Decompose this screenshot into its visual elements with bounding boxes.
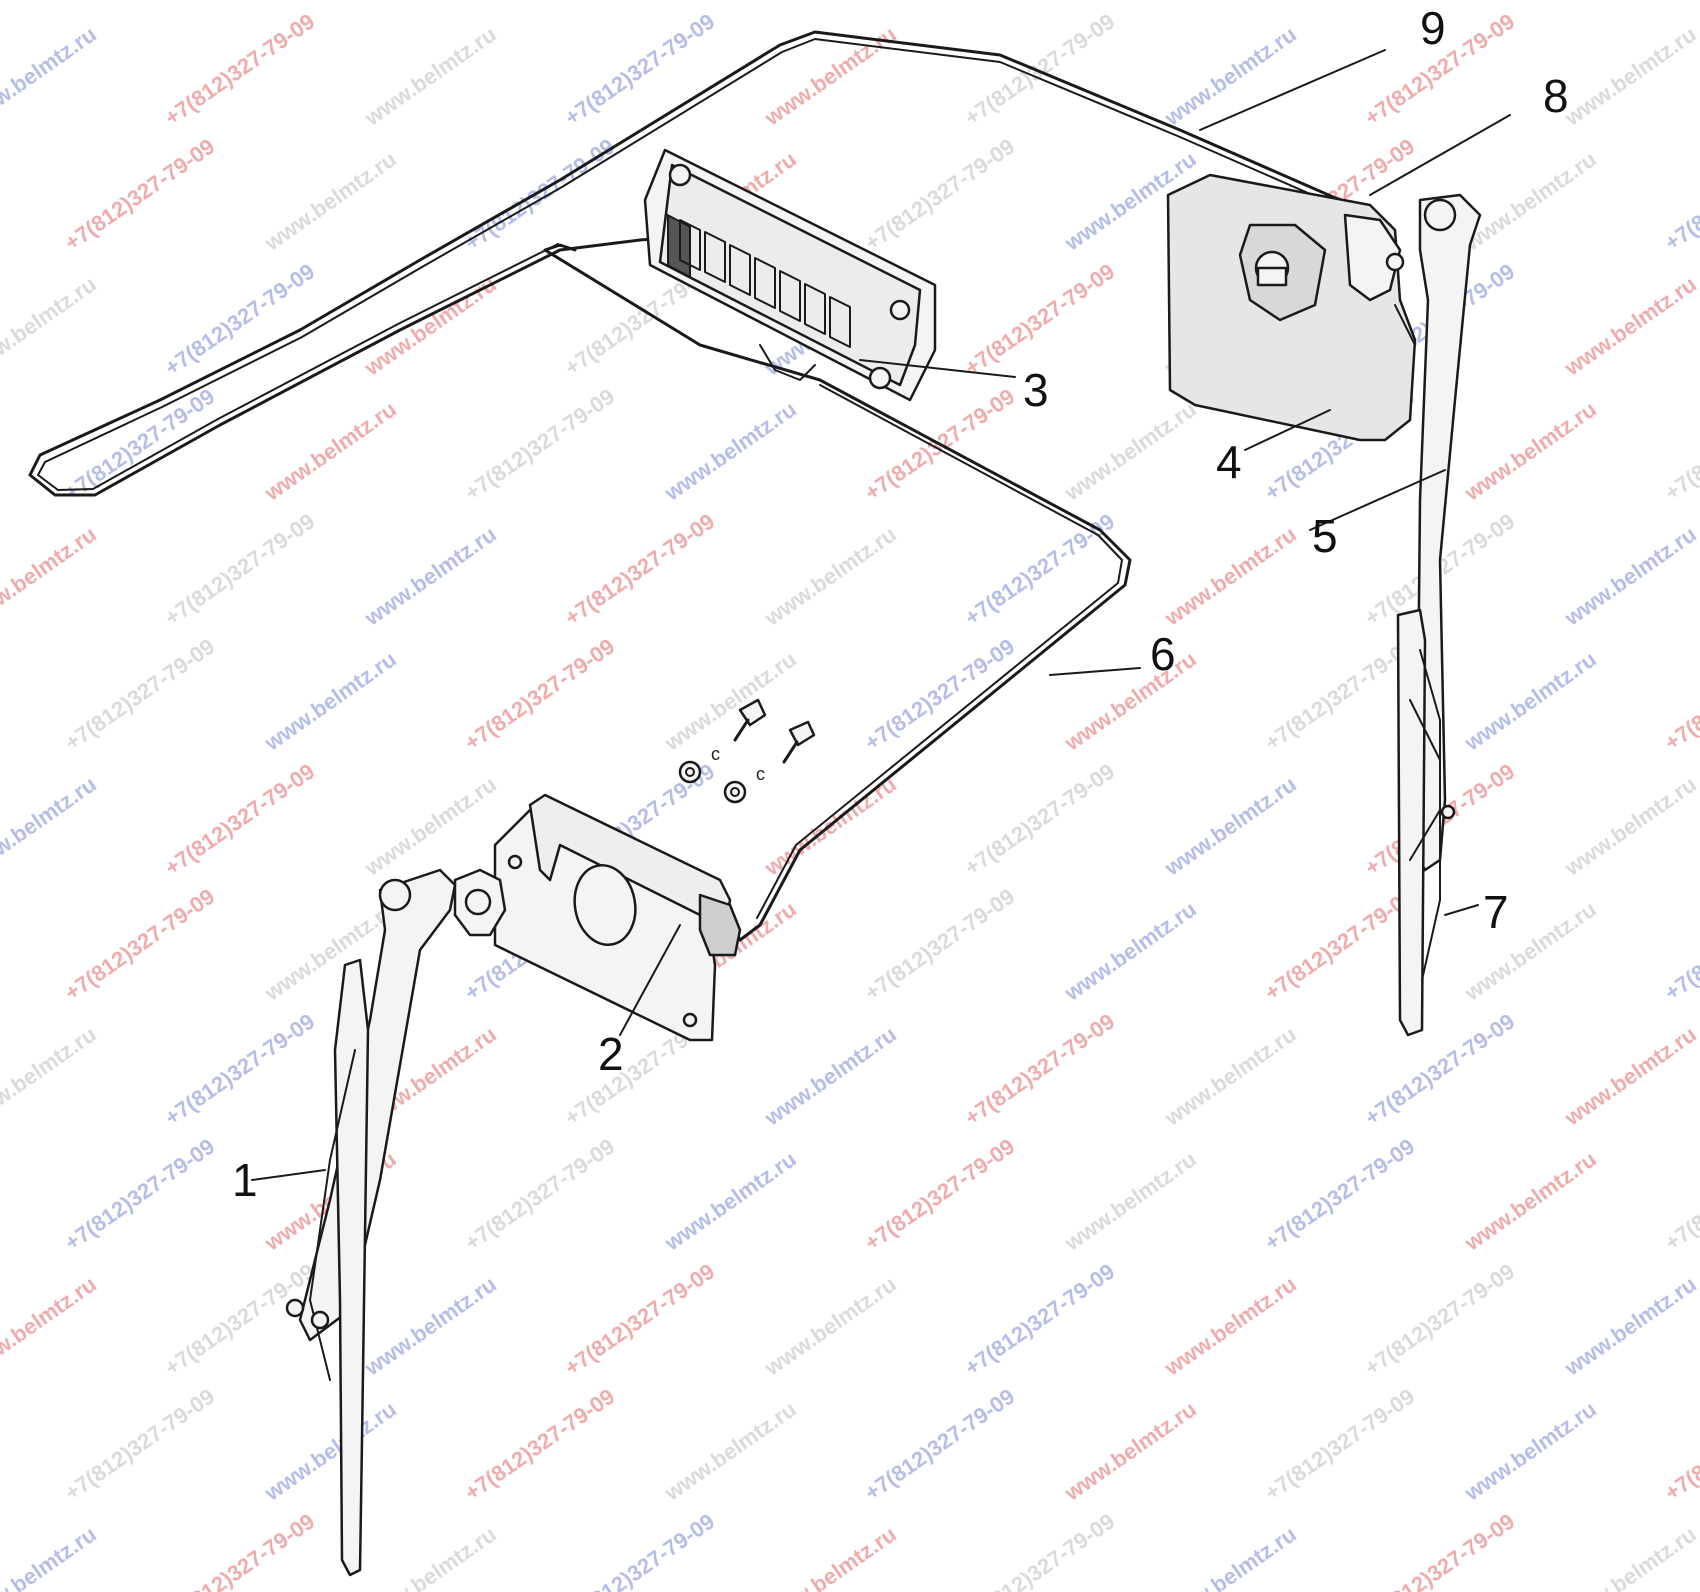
wire-6 [543,243,1132,942]
bracket-8 [1343,213,1405,302]
callout-8: 8 [1543,70,1569,122]
callout-1: 1 [232,1154,258,1206]
callout-2: 2 [598,1028,624,1080]
washer-mark-1: c [711,744,720,764]
fasteners: c c [678,698,816,804]
callout-4: 4 [1216,436,1242,488]
callout-9: 9 [1420,2,1446,54]
wire-harness-9 [28,30,1392,497]
callout-6: 6 [1150,628,1176,680]
front-wiper-motor-2 [493,793,742,1042]
callout-7: 7 [1483,886,1509,938]
callout-3: 3 [1023,364,1049,416]
washer-mark-2: c [756,764,765,784]
rear-wiper-blade-7 [1396,608,1456,1037]
callout-labels: 1 2 3 4 5 6 7 8 9 [232,2,1569,1206]
leader-lines [251,49,1511,1181]
front-wiper-assembly-1 [285,868,507,1577]
switch-panel-3 [643,148,937,402]
rear-wiper-motor-4 [1166,173,1417,442]
callout-5: 5 [1312,510,1338,562]
